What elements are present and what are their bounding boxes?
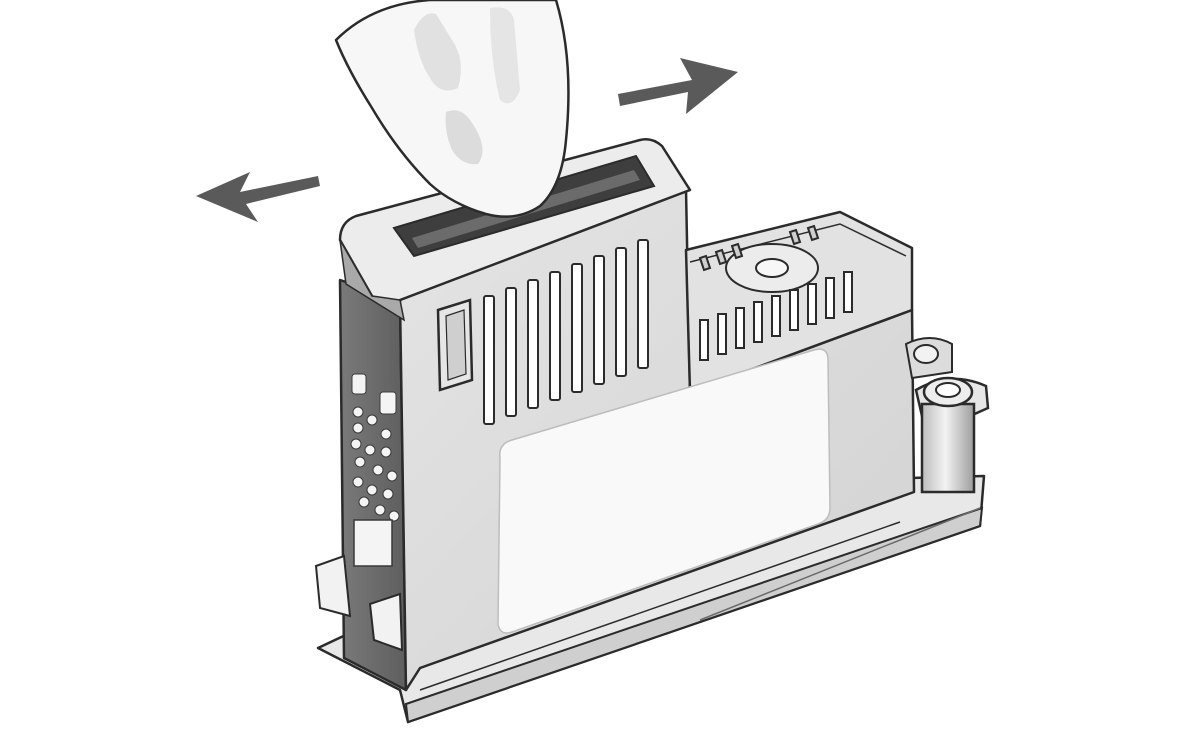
cartridge-clip-tab — [314, 554, 404, 652]
cartridge-right-block-top — [684, 210, 914, 394]
cartridge-side-face — [338, 278, 408, 692]
arrow-right-icon — [618, 58, 738, 114]
cartridge-alignment-posts — [904, 337, 990, 494]
arrow-left-icon — [196, 172, 320, 222]
cartridge-base-plate — [316, 474, 986, 724]
cartridge-vent-slots — [483, 239, 649, 425]
cartridge-small-window — [436, 298, 474, 392]
finger-hand — [334, 0, 570, 218]
cartridge-label-area — [497, 348, 831, 634]
